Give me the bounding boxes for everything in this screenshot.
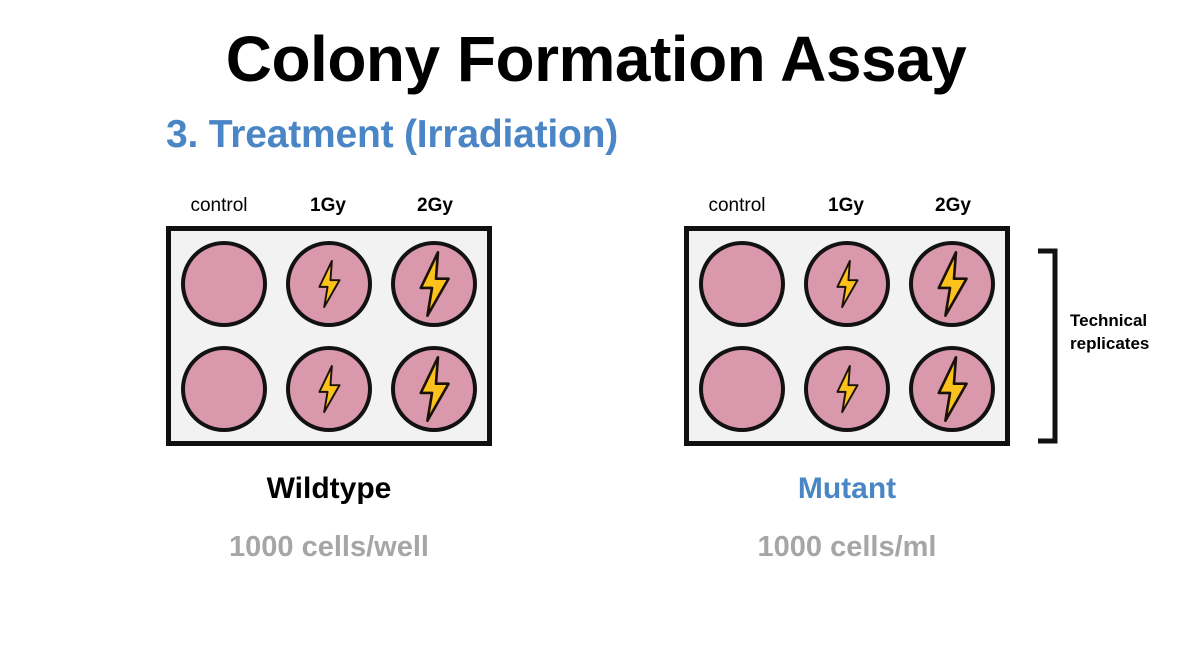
lightning-bolt-icon: [419, 250, 451, 317]
column-label-1gy: 1Gy: [828, 195, 864, 216]
plate-subcaption-wildtype: 1000 cells/well: [229, 530, 429, 563]
page-title: Colony Formation Assay: [225, 23, 967, 95]
well-mutant-r2-control[interactable]: [698, 345, 785, 432]
well-mutant-r2-2gy[interactable]: [909, 345, 996, 432]
well-grid-mutant: [689, 231, 1005, 441]
plate-subcaption-mutant: 1000 cells/ml: [757, 530, 937, 563]
technical-replicates-annotation: Technical replicates: [1038, 248, 1188, 444]
plate-group-mutant: control 1Gy 2Gy: [684, 193, 1010, 564]
well-mutant-r1-1gy[interactable]: [803, 240, 890, 327]
plate-caption-wildtype: Wildtype: [266, 472, 392, 505]
lightning-bolt-icon: [937, 355, 969, 422]
column-labels-mutant: control 1Gy 2Gy: [684, 193, 1010, 226]
column-label-1gy: 1Gy: [310, 195, 346, 216]
well-wildtype-r2-control[interactable]: [180, 345, 267, 432]
lightning-bolt-icon: [836, 259, 859, 308]
column-label-2gy: 2Gy: [417, 195, 453, 216]
technical-replicates-line2: replicates: [1070, 333, 1150, 353]
well-mutant-r1-control[interactable]: [698, 240, 785, 327]
technical-replicates-label: Technical replicates: [1070, 310, 1188, 356]
plate-caption-mutant: Mutant: [797, 472, 897, 505]
column-label-control: control: [708, 195, 766, 216]
lightning-bolt-icon: [318, 259, 341, 308]
plate-group-wildtype: control 1Gy 2Gy: [166, 193, 492, 564]
well-wildtype-r2-1gy[interactable]: [285, 345, 372, 432]
column-label-2gy: 2Gy: [935, 195, 971, 216]
technical-replicates-line1: Technical: [1070, 311, 1148, 330]
well-wildtype-r1-1gy[interactable]: [285, 240, 372, 327]
column-label-control: control: [190, 195, 248, 216]
square-bracket-icon: [1038, 248, 1058, 444]
well-wildtype-r2-2gy[interactable]: [391, 345, 478, 432]
well-plate-mutant: [684, 226, 1010, 446]
column-labels-wildtype: control 1Gy 2Gy: [166, 193, 492, 226]
lightning-bolt-icon: [937, 250, 969, 317]
well-wildtype-r1-control[interactable]: [180, 240, 267, 327]
well-wildtype-r1-2gy[interactable]: [391, 240, 478, 327]
lightning-bolt-icon: [836, 364, 859, 413]
lightning-bolt-icon: [318, 364, 341, 413]
well-plate-wildtype: [166, 226, 492, 446]
lightning-bolt-icon: [419, 355, 451, 422]
well-mutant-r2-1gy[interactable]: [803, 345, 890, 432]
well-mutant-r1-2gy[interactable]: [909, 240, 996, 327]
well-grid-wildtype: [171, 231, 487, 441]
page-subtitle: 3. Treatment (Irradiation): [166, 113, 619, 156]
